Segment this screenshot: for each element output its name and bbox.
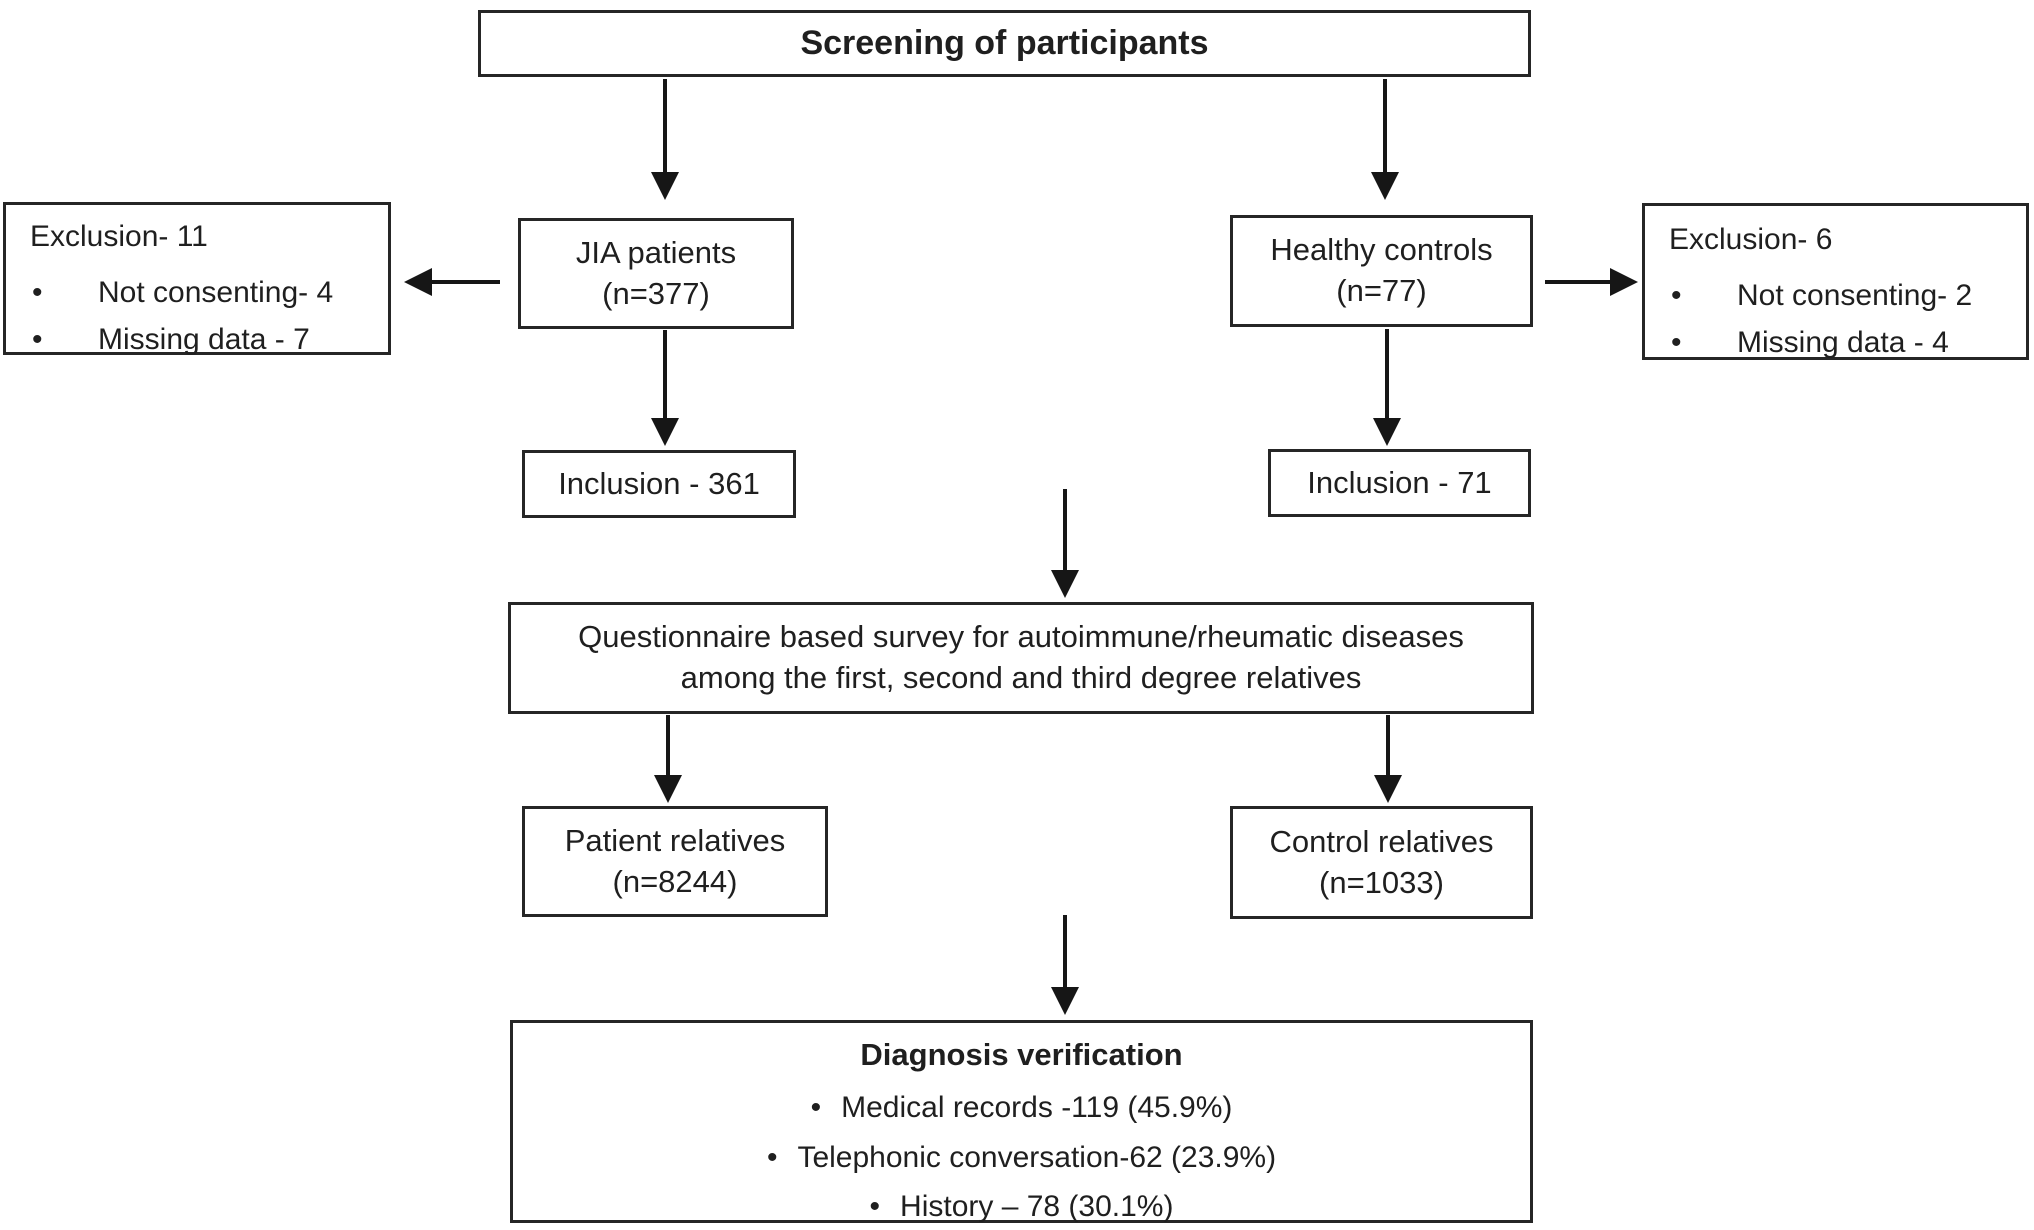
diagnosis-item: Telephonic conversation-62 (23.9%) [767,1138,1276,1178]
patient-relatives-label: Patient relatives [564,822,786,858]
exclusion-left-list: Not consenting- 4 Missing data - 7 [30,265,333,360]
screening-title: Screening of participants [800,24,1209,63]
jia-patients-label: JIA patients [575,234,737,270]
exclusion-item: Missing data - 4 [1669,323,1972,363]
questionnaire-line1: Questionnaire based survey for autoimmun… [578,619,1464,655]
exclusion-item: Missing data - 7 [30,320,333,360]
control-relatives-count: (n=1033) [1319,864,1444,900]
questionnaire-box: Questionnaire based survey for autoimmun… [508,602,1534,714]
jia-patients-count: (n=377) [602,275,710,311]
inclusion-patients-box: Inclusion - 361 [522,450,796,518]
arrow-screening-to-controls [1371,79,1399,200]
exclusion-left-heading: Exclusion- 11 [30,220,208,253]
diagnosis-verification-box: Diagnosis verification Medical records -… [510,1020,1533,1223]
exclusion-item: Not consenting- 4 [30,273,333,313]
exclusion-item: Not consenting- 2 [1669,276,1972,316]
patient-relatives-count: (n=8244) [612,863,738,899]
inclusion-controls-label: Inclusion - 71 [1307,464,1492,500]
arrow-jia-to-exclusion-left [404,268,500,296]
exclusion-right-list: Not consenting- 2 Missing data - 4 [1669,268,1972,363]
healthy-controls-label: Healthy controls [1270,232,1493,268]
control-relatives-box: Control relatives (n=1033) [1230,806,1533,919]
healthy-controls-box: Healthy controls (n=77) [1230,215,1533,327]
inclusion-controls-box: Inclusion - 71 [1268,449,1531,517]
arrow-to-diagnosis [1051,915,1079,1015]
arrow-jia-to-inclusion [651,330,679,446]
inclusion-patients-label: Inclusion - 361 [558,465,760,501]
questionnaire-line2: among the first, second and third degree… [680,660,1362,695]
exclusion-right-box: Exclusion- 6 Not consenting- 2 Missing d… [1642,203,2029,363]
exclusion-right-heading: Exclusion- 6 [1669,223,1833,256]
screening-box: Screening of participants [478,10,1531,77]
diagnosis-item: History – 78 (30.1%) [767,1187,1276,1227]
patient-relatives-box: Patient relatives (n=8244) [522,806,828,917]
arrow-questionnaire-to-control-relatives [1374,715,1402,803]
diagnosis-title: Diagnosis verification [860,1037,1183,1072]
exclusion-left-box: Exclusion- 11 Not consenting- 4 Missing … [3,202,391,359]
arrow-questionnaire-to-patient-relatives [654,715,682,803]
arrow-controls-to-exclusion-right [1545,268,1638,296]
arrow-to-questionnaire [1051,489,1079,598]
healthy-controls-count: (n=77) [1336,273,1427,308]
control-relatives-label: Control relatives [1269,823,1494,859]
diagnosis-list: Medical records -119 (45.9%) Telephonic … [767,1078,1276,1227]
arrow-screening-to-jia [651,79,679,200]
jia-patients-box: JIA patients (n=377) [518,218,794,329]
diagnosis-item: Medical records -119 (45.9%) [767,1088,1276,1128]
arrow-controls-to-inclusion [1373,329,1401,446]
